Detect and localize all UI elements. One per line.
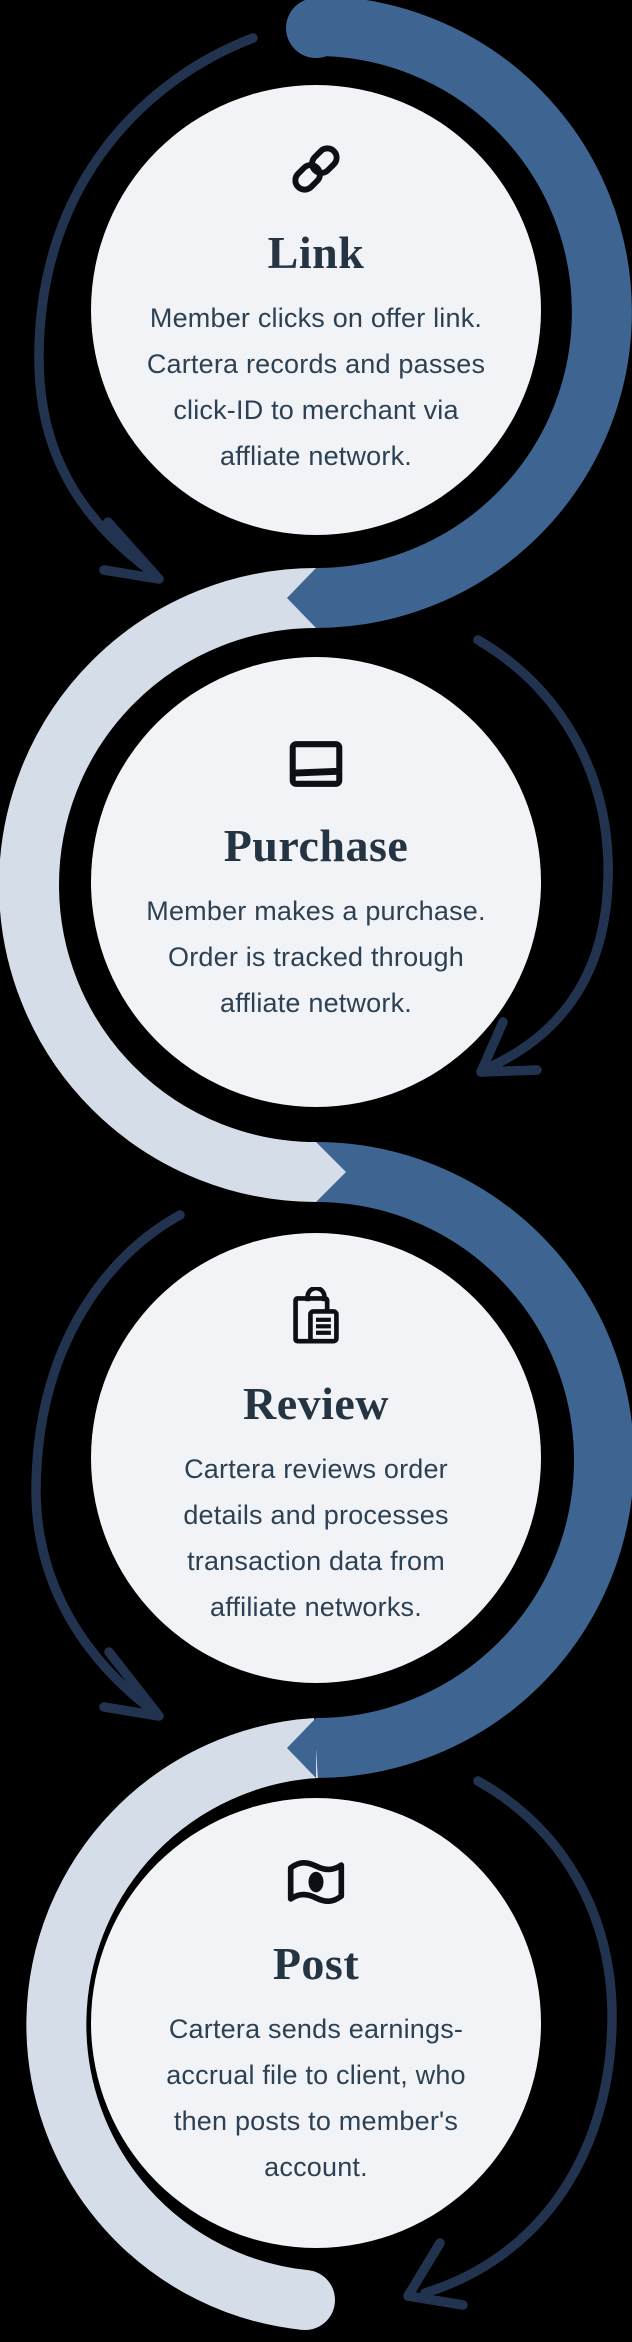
- clipboard-icon: [290, 1285, 342, 1352]
- ribbon-segment-dark-2: [315, 1142, 632, 1778]
- ribbon-chevron-3: [287, 1718, 316, 1778]
- step-title: Link: [267, 226, 365, 278]
- curved-arrow-2: [473, 635, 613, 1077]
- money-bill-icon: [286, 1857, 346, 1912]
- ribbon-chevron-1: [287, 568, 316, 628]
- curved-arrow-3: [31, 1210, 185, 1721]
- step-title: Post: [272, 1937, 360, 1989]
- ribbon-segment-dark-1: [315, 0, 632, 628]
- ribbon-end-cap: [275, 2270, 335, 2330]
- credit-card-icon: [288, 739, 344, 794]
- curved-arrow-1: [34, 33, 258, 584]
- ribbon-segment-light-1: [0, 568, 317, 1202]
- chain-link-icon: [289, 142, 343, 201]
- step-description: Member makes a purchase. Order is tracke…: [146, 895, 486, 1018]
- curved-arrow-4: [403, 1776, 617, 2310]
- step-description: Member clicks on offer link. Cartera rec…: [146, 302, 486, 471]
- step-description: Cartera sends earnings- accrual file to …: [166, 2013, 466, 2182]
- step-circle-post: Post Cartera sends earnings- accrual fil…: [91, 1798, 541, 2248]
- step-circle-purchase: Purchase Member makes a purchase. Order …: [91, 657, 541, 1107]
- step-circle-link: Link Member clicks on offer link. Carter…: [91, 85, 541, 535]
- ribbon-segment-light-2: [26, 1718, 318, 2330]
- step-circle-review: Review Cartera reviews order details and…: [91, 1233, 541, 1683]
- step-title: Purchase: [223, 819, 409, 871]
- step-description: Cartera reviews order details and proces…: [183, 1453, 449, 1622]
- ribbon-chevron-2: [316, 1142, 346, 1202]
- step-title: Review: [242, 1377, 390, 1429]
